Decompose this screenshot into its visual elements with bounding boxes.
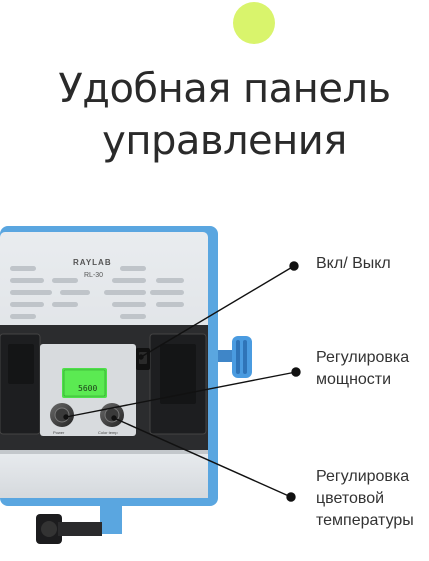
vent-slots: [10, 266, 184, 319]
callout-line-brightness: [65, 371, 297, 418]
mount-arm: [100, 500, 122, 534]
side-knob: [232, 336, 252, 378]
model-text: RL-30: [84, 272, 103, 279]
accent-dot: [233, 2, 275, 44]
lcd-readout: 5600: [78, 384, 97, 393]
callout-label-temperature-line3: температуры: [316, 512, 414, 529]
page-title-line-1: Удобная панель: [58, 66, 391, 112]
callout-line-power: [140, 265, 295, 358]
callout-dot-temperature: [286, 492, 296, 502]
knob-right-label: Color temp: [98, 430, 118, 435]
callout-label-power: Вкл/ Выкл: [316, 255, 391, 272]
callout-label-temperature-line1: Регулировка: [316, 468, 410, 485]
callout-line-temperature: [113, 417, 292, 498]
callout-dot-power: [289, 261, 299, 271]
callout-dot-brightness: [291, 367, 301, 377]
callout-label-temperature-line2: цветовой: [316, 490, 385, 507]
callout-label-brightness-line2: мощности: [316, 371, 392, 388]
page-title-line-2: управления: [102, 118, 347, 164]
callout-label-brightness-line1: Регулировка: [316, 349, 410, 366]
knob-left-label: Power: [53, 430, 65, 435]
brand-logo-text: RAYLAB: [73, 258, 112, 267]
